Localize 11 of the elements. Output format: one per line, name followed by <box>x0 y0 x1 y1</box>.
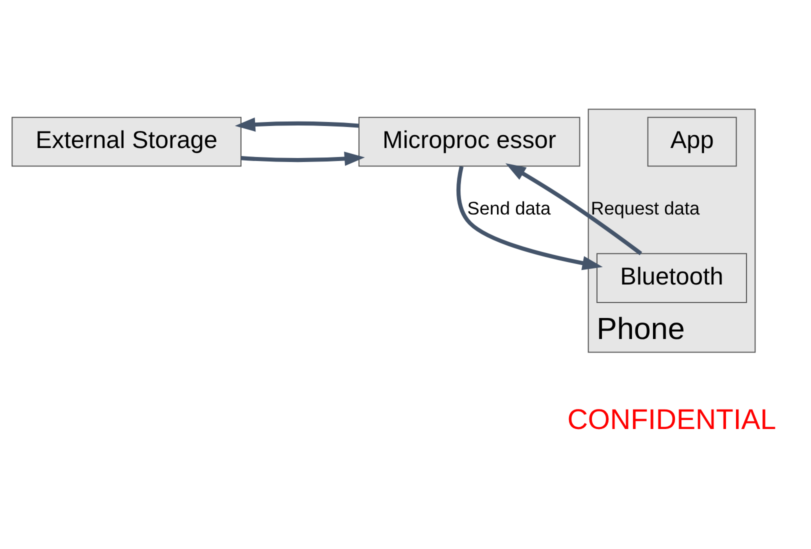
arrow <box>456 166 603 270</box>
edge-label: Send data <box>467 196 551 218</box>
arrow <box>234 116 359 132</box>
node-box: Microproc essor <box>358 116 580 166</box>
label: CONFIDENTIAL <box>567 403 776 436</box>
node-box: External Storage <box>12 116 242 166</box>
node-box: App <box>647 116 737 166</box>
arrow <box>240 151 365 166</box>
edge-label: Request data <box>590 196 700 218</box>
node-box: Bluetooth <box>596 252 747 302</box>
arrow <box>505 162 642 255</box>
